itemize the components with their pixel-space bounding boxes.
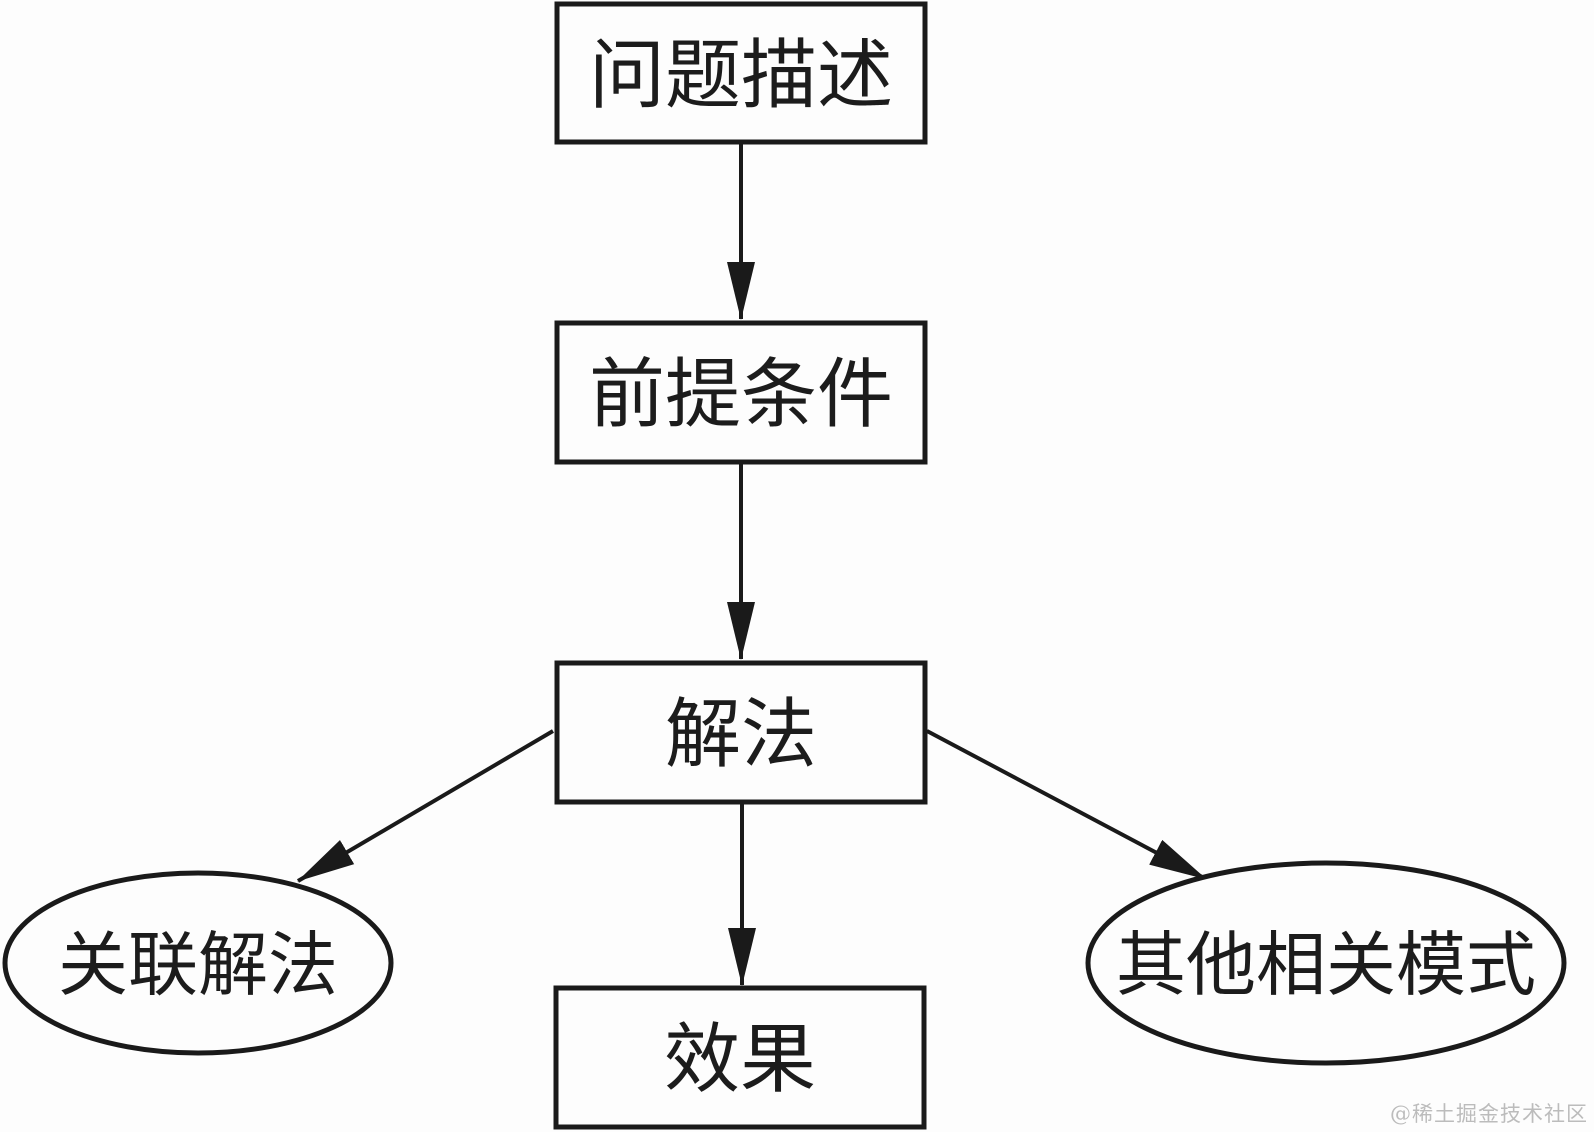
- node-precondition-box: [554, 320, 928, 465]
- node-related-solution-label: 关联解法: [58, 924, 338, 1006]
- edge-solution-to-other-patterns: [926, 729, 1207, 881]
- node-problem-label: 问题描述: [589, 31, 893, 120]
- node-other-patterns-ellipse: [1085, 860, 1567, 1066]
- edges-group: [296, 142, 1207, 986]
- node-problem-box: [554, 1, 928, 145]
- edge-solution-to-related-solution: [296, 729, 555, 883]
- node-precondition-label: 前提条件: [589, 350, 893, 439]
- nodes-group: 问题描述 前提条件 解法 效果 关联解法 其他相关模式: [2, 1, 1567, 1130]
- node-related-solution-ellipse: [2, 870, 394, 1056]
- node-other-patterns-label: 其他相关模式: [1116, 924, 1536, 1006]
- node-effect-box: [553, 985, 927, 1130]
- watermark-text: @稀土掘金技术社区: [1390, 1102, 1588, 1126]
- node-effect-label: 效果: [664, 1015, 816, 1104]
- node-solution-box: [554, 660, 928, 805]
- node-solution-label: 解法: [665, 690, 817, 779]
